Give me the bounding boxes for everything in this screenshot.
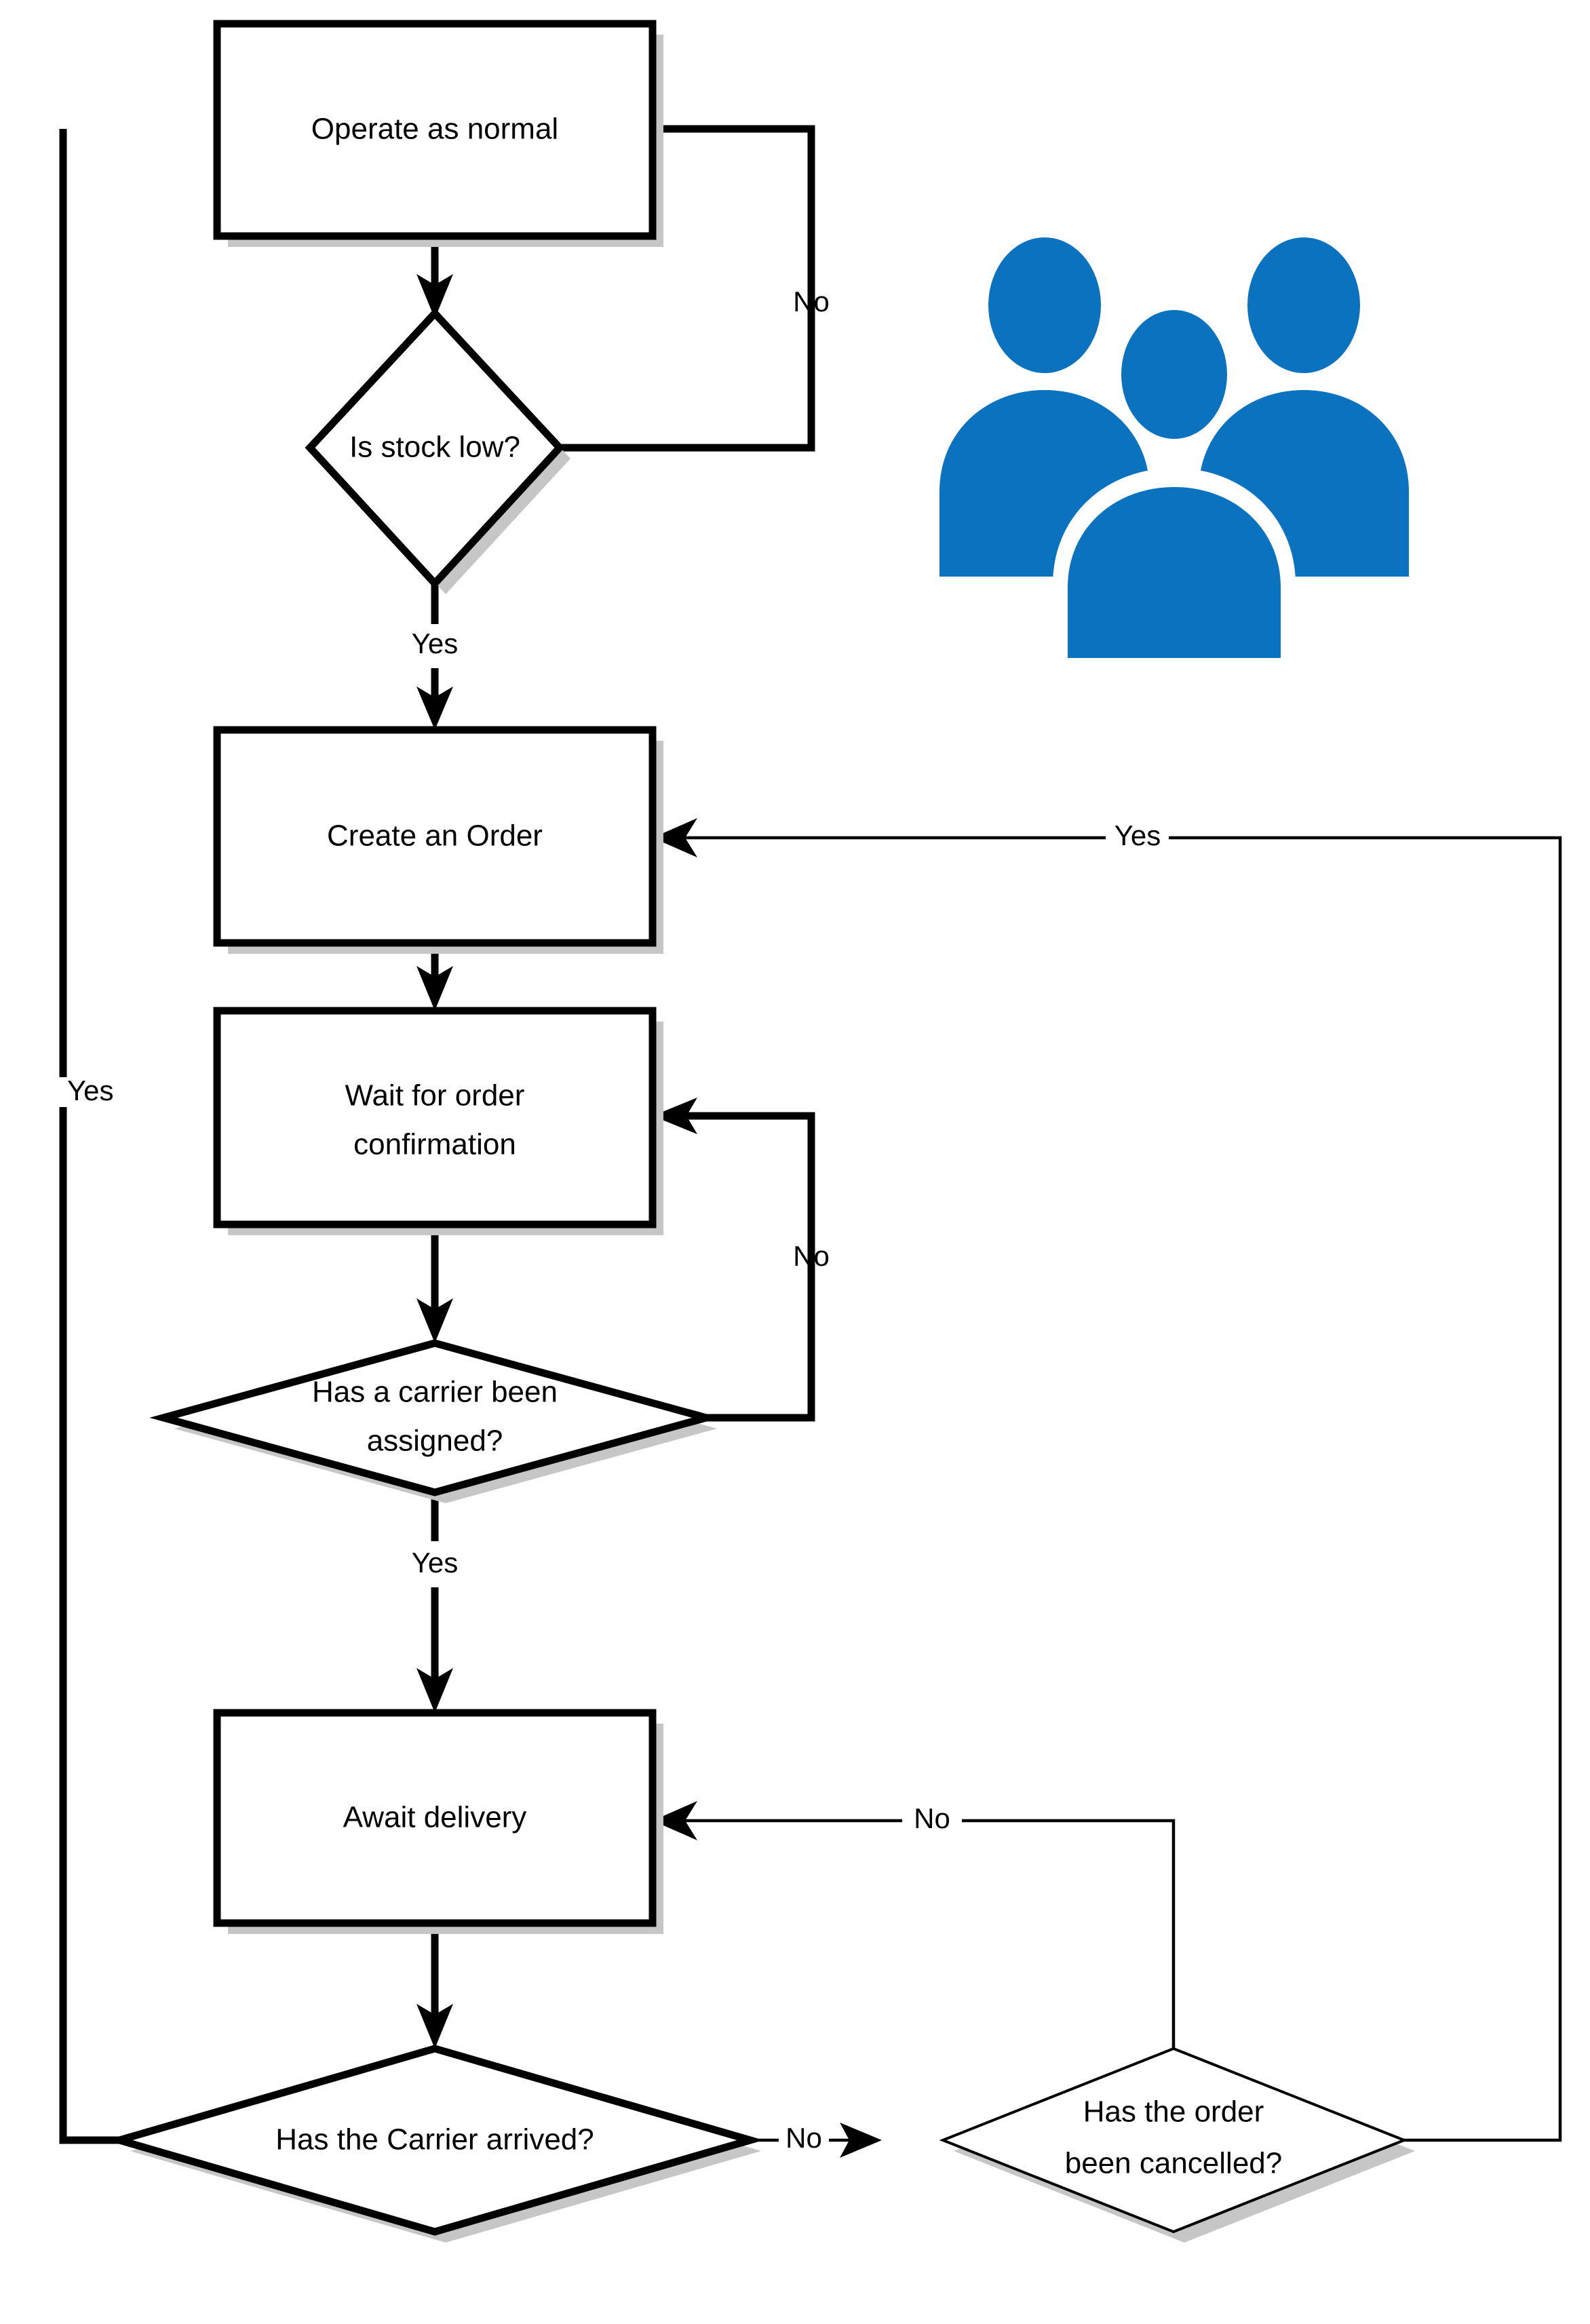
node-await-delivery-label: Await delivery	[343, 1801, 527, 1834]
node-operate-as-normal-label: Operate as normal	[311, 113, 558, 146]
edge-label-stock-low-yes: Yes	[412, 627, 459, 659]
edge-wait-to-carrier-assigned	[416, 1224, 453, 1343]
node-has-a-carrier-been-assigned-label-line2: assigned?	[367, 1425, 503, 1458]
edge-cancelled-yes	[653, 818, 1562, 2142]
node-has-the-order-been-cancelled-label-line1: Has the order	[1083, 2095, 1264, 2129]
node-await-delivery[interactable]: Await delivery	[213, 1709, 663, 1934]
node-create-an-order[interactable]: Create an Order	[213, 726, 663, 954]
edge-arrived-yes-loop	[59, 129, 119, 2144]
edge-stock-yes	[416, 583, 453, 730]
edge-label-order-cancelled-no: No	[914, 1802, 950, 1834]
edge-label-order-cancelled-yes: Yes	[1114, 819, 1161, 851]
node-wait-for-order-confirmation-label-line2: confirmation	[353, 1128, 516, 1161]
edge-operate-to-stock	[416, 236, 453, 319]
node-has-the-carrier-arrived[interactable]: Has the Carrier arrived?	[106, 2045, 764, 2243]
edge-carrier-assigned-yes	[416, 1492, 453, 1713]
node-has-the-order-been-cancelled-label-line2: been cancelled?	[1065, 2147, 1282, 2180]
node-has-the-order-been-cancelled[interactable]: Has the order been cancelled?	[939, 2047, 1415, 2243]
node-wait-for-order-confirmation[interactable]: Wait for order confirmation	[213, 1007, 663, 1235]
node-has-a-carrier-been-assigned[interactable]: Has a carrier been assigned?	[149, 1339, 720, 1503]
node-has-the-carrier-arrived-label: Has the Carrier arrived?	[275, 2123, 594, 2156]
people-group-icon	[939, 237, 1409, 668]
node-create-an-order-label: Create an Order	[327, 819, 543, 853]
edge-cancelled-no	[653, 1801, 1176, 2049]
edge-label-carrier-assigned-no: No	[793, 1240, 830, 1272]
edge-label-carrier-arrived-no: No	[786, 2122, 822, 2154]
node-has-a-carrier-been-assigned-label-line1: Has a carrier been	[312, 1376, 558, 1409]
node-operate-as-normal[interactable]: Operate as normal	[213, 20, 663, 247]
edge-label-carrier-arrived-yes: Yes	[67, 1074, 114, 1106]
edge-label-carrier-assigned-yes: Yes	[412, 1547, 459, 1579]
edge-label-stock-low-no: No	[793, 286, 830, 317]
node-wait-for-order-confirmation-label-line1: Wait for order	[345, 1079, 525, 1112]
node-is-stock-low[interactable]: Is stock low?	[305, 307, 570, 594]
node-is-stock-low-label: Is stock low?	[349, 431, 520, 464]
edge-carrier-assigned-no-loop	[653, 1098, 815, 1422]
edge-await-to-arrived	[416, 1923, 453, 2049]
